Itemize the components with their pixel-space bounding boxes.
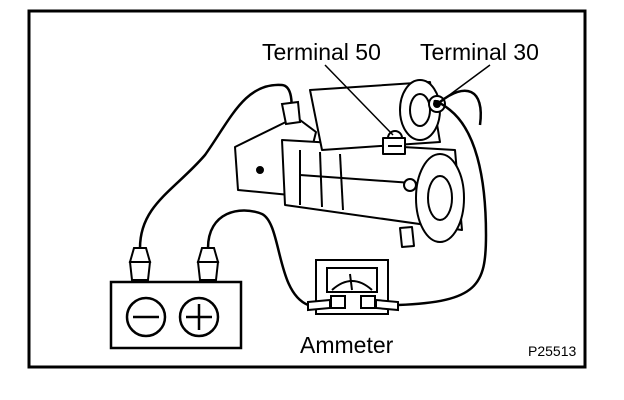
terminal-30-label: Terminal 30 [420,39,539,65]
battery [109,280,243,350]
figure-frame [27,9,587,369]
terminal-50-label: Terminal 50 [262,39,381,65]
battery-clips [128,247,220,281]
positive-terminal-icon [178,296,220,338]
figure-code: P25513 [528,343,576,359]
ammeter [307,259,399,315]
starter-ground-clip [280,100,302,126]
starter-motor [234,79,465,248]
negative-terminal-icon [125,296,167,338]
ammeter-label: Ammeter [300,332,394,358]
wires [138,83,488,307]
